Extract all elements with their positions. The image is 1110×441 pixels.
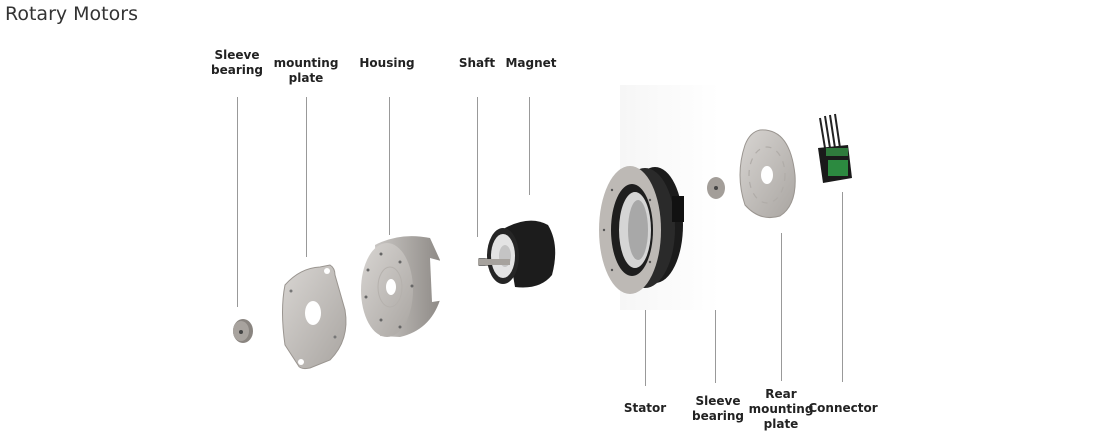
label-mounting-plate: mounting plate (273, 56, 339, 85)
label-sleeve-bearing-rear: Sleeve bearing (692, 394, 744, 423)
connector-part (818, 113, 852, 183)
label-sleeve-bearing-front: Sleeve bearing (211, 48, 263, 77)
sleeve-bearing-front-part (233, 319, 253, 343)
sleeve-bearing-rear-part (707, 177, 725, 199)
leader-line-sleeve-bearing-front (237, 97, 238, 307)
leader-line-shaft (477, 97, 478, 237)
mounting-plate-part (282, 264, 347, 370)
page-title: Rotary Motors (5, 3, 138, 25)
label-connector: Connector (808, 401, 878, 415)
label-magnet: Magnet (505, 56, 557, 70)
label-rear-mounting-plate: Rear mounting plate (748, 387, 814, 431)
leader-line-housing (389, 97, 390, 235)
leader-line-stator (645, 278, 646, 386)
leader-line-rear-mounting-plate (781, 233, 782, 381)
label-stator: Stator (623, 401, 667, 415)
label-shaft: Shaft (458, 56, 496, 70)
leader-line-mounting-plate (306, 97, 307, 257)
leader-line-connector (842, 192, 843, 382)
label-housing: Housing (359, 56, 415, 70)
housing-part (361, 236, 445, 337)
stator-part (599, 166, 684, 294)
magnet-part (478, 220, 556, 288)
leader-line-magnet (529, 97, 530, 195)
rear-mounting-plate-part (739, 129, 796, 219)
